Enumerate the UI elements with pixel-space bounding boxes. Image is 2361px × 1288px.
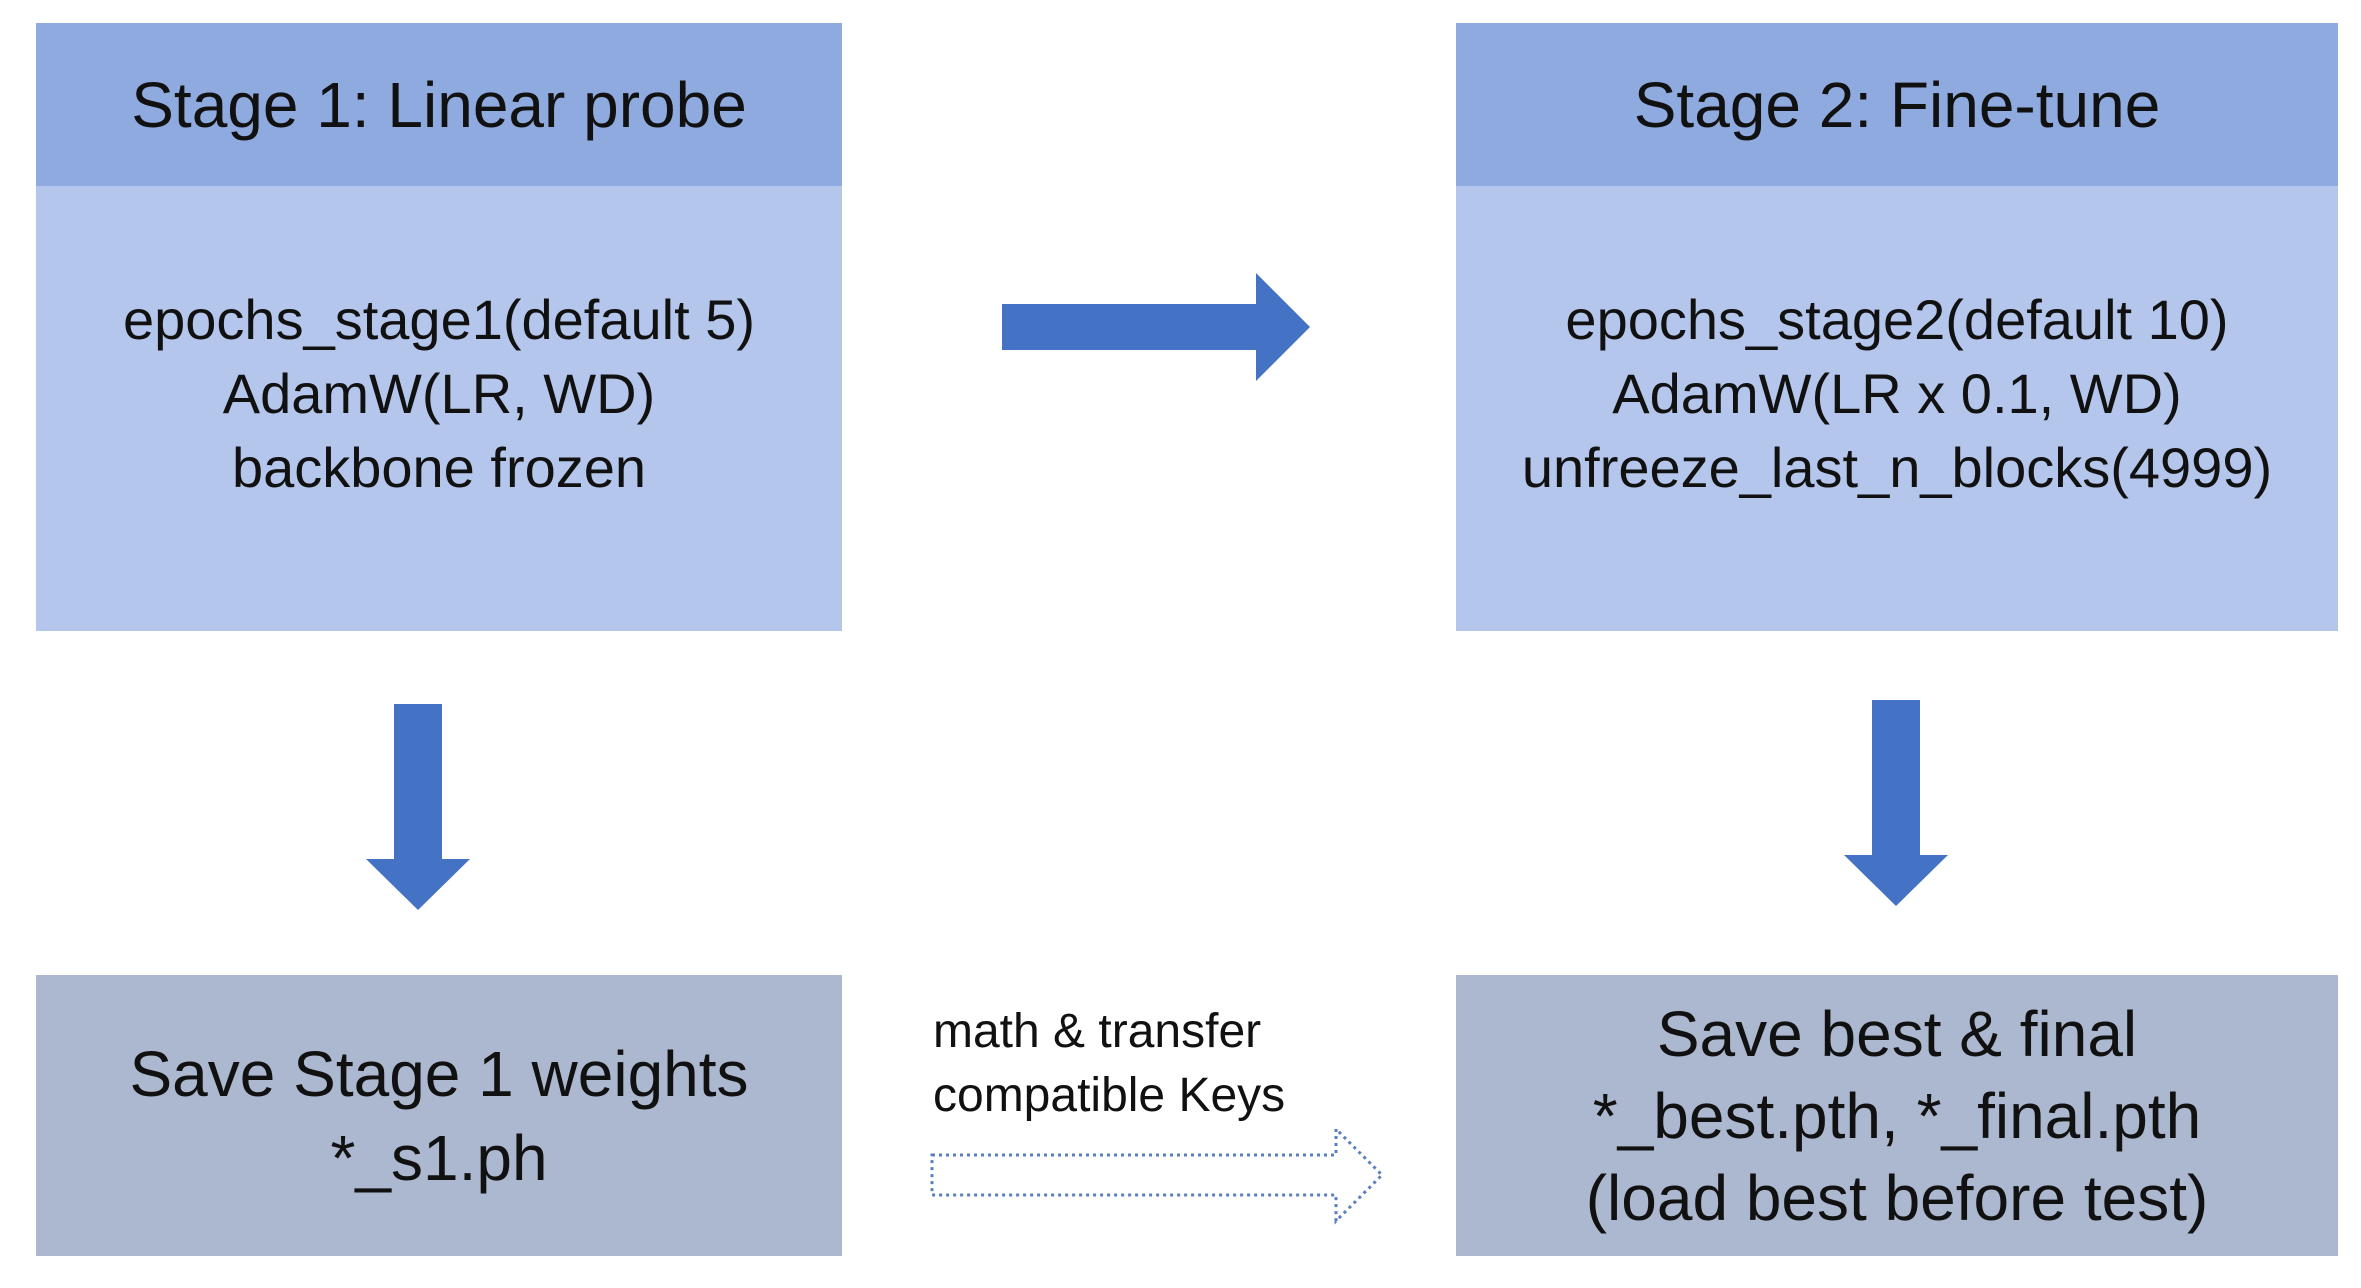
save-best-final-files: *_best.pth, *_final.pth <box>1592 1079 2202 1152</box>
stage2-details: epochs_stage2(default 10) AdamW(LR x 0.1… <box>1456 186 2338 631</box>
stage1-title: Stage 1: Linear probe <box>36 23 842 186</box>
stage2-unfreeze: unfreeze_last_n_blocks(4999) <box>1521 435 2273 499</box>
stage2-box: Stage 2: Fine-tune epochs_stage2(default… <box>1456 23 2338 631</box>
save-stage1-file: *_s1.ph <box>330 1121 548 1194</box>
stage1-epochs: epochs_stage1(default 5) <box>123 287 755 351</box>
transfer-label-line1: math & transfer <box>933 1005 1262 1058</box>
stage2-title: Stage 2: Fine-tune <box>1456 23 2338 186</box>
transfer-label: math & transfer compatible Keys <box>933 1000 1285 1128</box>
save-best-final-note: (load best before test) <box>1585 1161 2209 1234</box>
stage2-optimizer: AdamW(LR x 0.1, WD) <box>1612 361 2182 425</box>
stage2-down-arrow <box>1844 700 1948 906</box>
save-stage1-box: Save Stage 1 weights *_s1.ph <box>36 975 842 1256</box>
stage1-down-arrow <box>366 704 470 910</box>
save-best-final-box: Save best & final *_best.pth, *_final.pt… <box>1456 975 2338 1256</box>
transfer-label-line2: compatible Keys <box>933 1069 1286 1122</box>
stage1-to-stage2-arrow <box>1002 273 1310 381</box>
save-stage1-title: Save Stage 1 weights <box>129 1037 749 1110</box>
stage1-backbone: backbone frozen <box>231 435 647 499</box>
stage1-optimizer: AdamW(LR, WD) <box>222 361 656 425</box>
stage2-epochs: epochs_stage2(default 10) <box>1565 287 2229 351</box>
stage1-details: epochs_stage1(default 5) AdamW(LR, WD) b… <box>36 186 842 631</box>
transfer-dotted-arrow <box>930 1125 1385 1225</box>
save-best-final-title: Save best & final <box>1656 997 2138 1070</box>
stage1-box: Stage 1: Linear probe epochs_stage1(defa… <box>36 23 842 631</box>
